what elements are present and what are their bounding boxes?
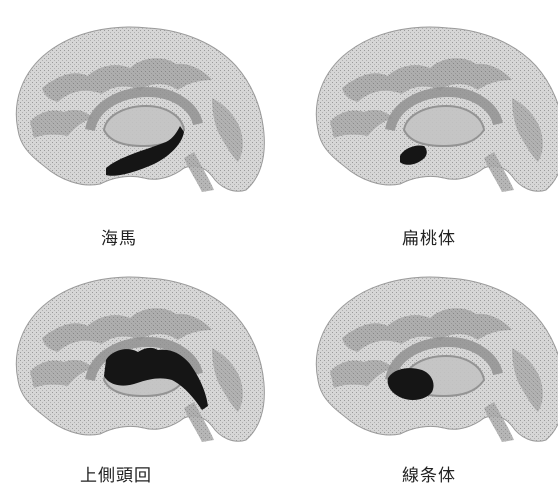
panel-amygdala (308, 18, 558, 193)
brain-sagittal-image (308, 18, 558, 193)
label-striatum: 線条体 (402, 461, 456, 484)
label-superior-temporal-gyrus: 上側頭回 (80, 461, 152, 484)
panel-hippocampus (8, 18, 270, 193)
brain-sagittal-image (8, 268, 270, 443)
brain-sagittal-image (308, 268, 558, 443)
brain-sagittal-image (8, 18, 270, 193)
label-amygdala: 扁桃体 (402, 224, 456, 249)
label-hippocampus: 海馬 (101, 224, 137, 249)
panel-superior-temporal-gyrus (8, 268, 270, 443)
panel-striatum (308, 268, 558, 443)
